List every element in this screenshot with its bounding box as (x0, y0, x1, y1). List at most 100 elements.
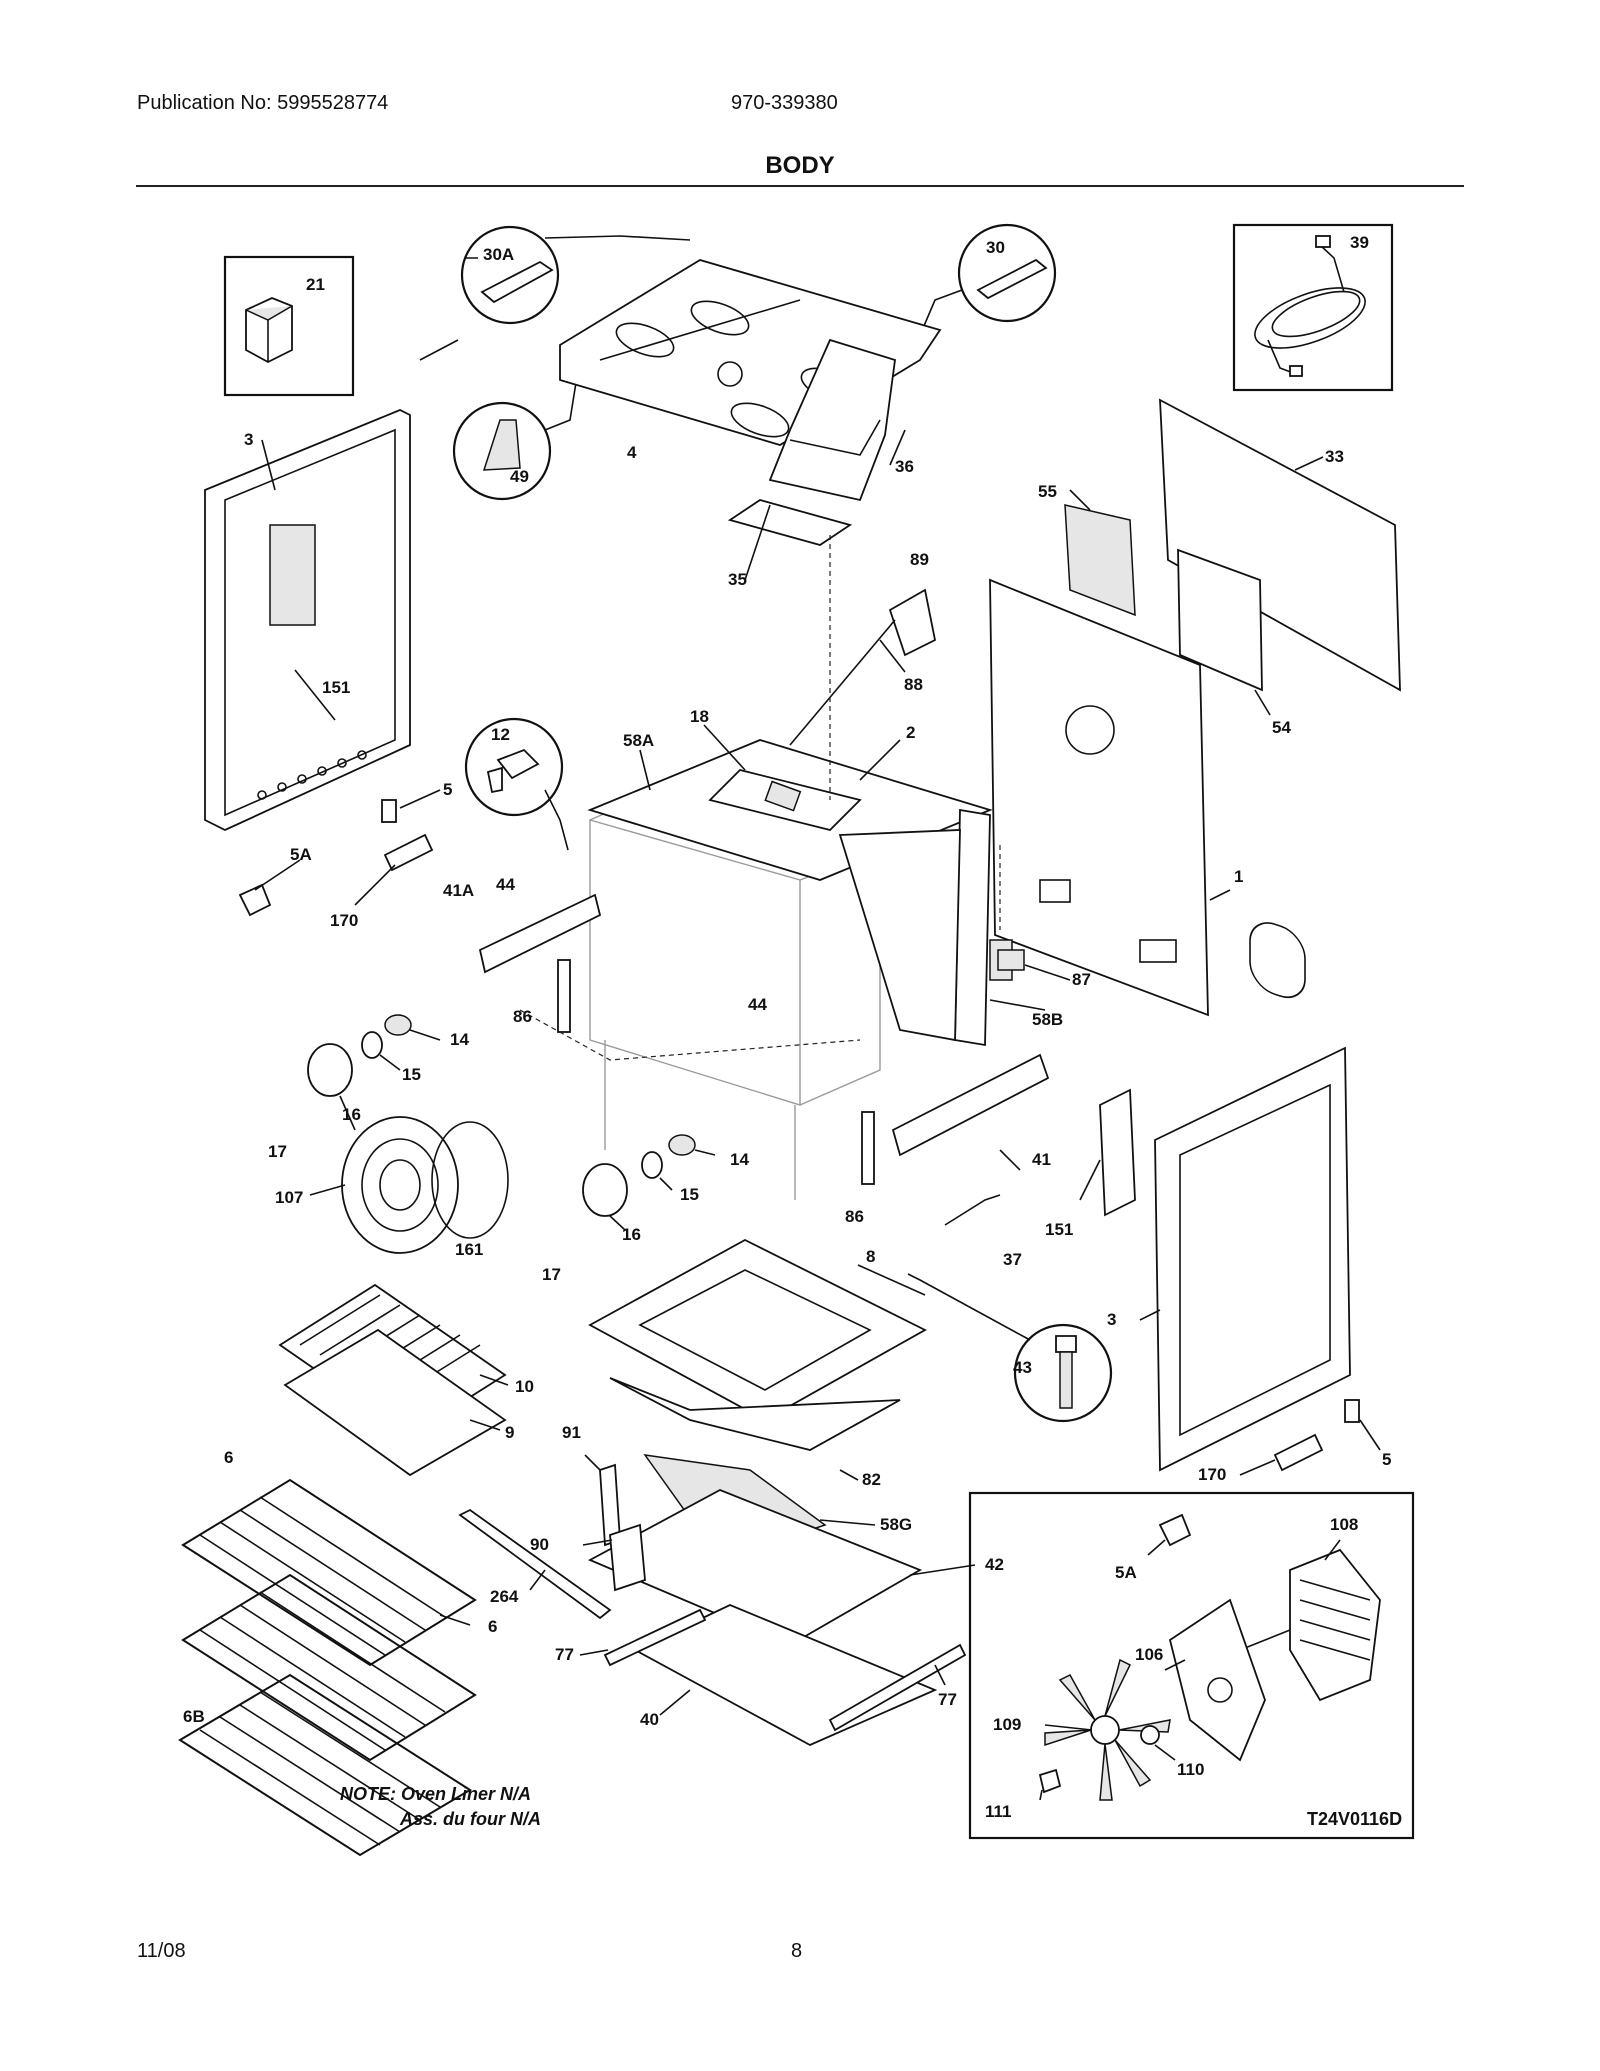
callout-77-left: 77 (555, 1645, 574, 1664)
part-6b-rack-bottom (178, 1673, 472, 1857)
part-21-box (223, 255, 355, 397)
part-107-fan-cover (341, 1116, 459, 1254)
callout-77-right: 77 (938, 1690, 957, 1709)
part-6-rack-top (181, 1478, 477, 1667)
footer-page-number: 8 (791, 1940, 803, 1962)
callout-16-left: 16 (342, 1105, 361, 1124)
callout-43: 43 (1013, 1358, 1032, 1377)
callout-4: 4 (627, 443, 637, 462)
callout-151-left: 151 (322, 678, 350, 697)
part-82-heat-shield (609, 1377, 901, 1451)
callout-49: 49 (510, 467, 529, 486)
callout-16-mid: 16 (622, 1225, 641, 1244)
callout-6b: 6B (183, 1707, 205, 1726)
callout-35: 35 (728, 570, 747, 589)
callout-5a-left: 5A (290, 845, 312, 864)
callout-37: 37 (1003, 1250, 1022, 1269)
callout-44-left: 44 (496, 875, 515, 894)
callout-18: 18 (690, 707, 709, 726)
model-number: 970-339380 (731, 92, 838, 114)
part-110-washer (1140, 1725, 1160, 1745)
part-151-right-bracket (1099, 1088, 1136, 1217)
callout-91: 91 (562, 1423, 581, 1442)
part-106-mounting-bracket (1168, 1598, 1266, 1762)
callout-5-left: 5 (443, 780, 452, 799)
callout-9: 9 (505, 1423, 514, 1442)
callout-2: 2 (906, 723, 915, 742)
callout-15-mid: 15 (680, 1185, 699, 1204)
callout-89: 89 (910, 550, 929, 569)
part-86-hinge-left (557, 959, 571, 1033)
diagram-code: T24V0116D (1307, 1809, 1402, 1829)
callout-111: 111 (985, 1802, 1012, 1821)
part-161-gasket (431, 1121, 509, 1239)
callout-58g: 58G (880, 1515, 912, 1534)
part-170-bracket-right (1273, 1433, 1324, 1472)
part-5-screw-left (381, 799, 397, 823)
callout-54: 54 (1272, 718, 1291, 737)
part-14-lamp-socket-left (384, 1014, 412, 1036)
callout-8: 8 (866, 1247, 875, 1266)
callout-170-left: 170 (330, 911, 358, 930)
callout-82: 82 (862, 1470, 881, 1489)
callout-44-mid: 44 (748, 995, 767, 1014)
callout-17-mid: 17 (542, 1265, 561, 1284)
callout-3-right: 3 (1107, 1310, 1116, 1329)
part-21-drawing (245, 297, 293, 364)
callout-6-top: 6 (224, 1448, 233, 1467)
note-oven-liner: NOTE: Oven Liner N/A (340, 1784, 531, 1804)
note-oven-liner-fr: Ass. du four N/A (399, 1809, 541, 1829)
callout-107: 107 (275, 1188, 303, 1207)
callout-5-right: 5 (1382, 1450, 1391, 1469)
callout-86-left: 86 (513, 1007, 532, 1026)
callout-264: 264 (490, 1587, 519, 1606)
part-87-connector (997, 949, 1025, 971)
callout-15-left: 15 (402, 1065, 421, 1084)
part-37-wire (944, 1194, 1001, 1226)
part-5a-foot-left (238, 883, 272, 917)
part-33-rear-cover (1159, 398, 1401, 999)
part-3-left-side-panel (204, 409, 411, 831)
header-rule (136, 185, 1464, 187)
part-16-lens-mid (582, 1163, 628, 1217)
callout-6-mid: 6 (488, 1617, 497, 1636)
part-41a-trim (478, 893, 602, 974)
callout-90: 90 (530, 1535, 549, 1554)
part-77-slide-left (603, 1608, 707, 1667)
part-3-right-side-panel (1154, 1046, 1351, 1472)
callout-42: 42 (985, 1555, 1004, 1574)
callout-110: 110 (1177, 1760, 1204, 1779)
part-170-bracket-left (383, 833, 434, 872)
callout-108: 108 (1330, 1515, 1358, 1534)
part-5-screw-right (1344, 1399, 1360, 1423)
callout-circle-30a (460, 225, 560, 325)
footer-date: 11/08 (137, 1940, 186, 1962)
part-15-bulb-mid (641, 1151, 663, 1179)
callout-30: 30 (986, 238, 1005, 257)
callout-170-right: 170 (1198, 1465, 1226, 1484)
callout-161: 161 (455, 1240, 483, 1259)
callout-21: 21 (306, 275, 325, 294)
callout-39: 39 (1350, 233, 1369, 252)
part-35-gasket (727, 499, 853, 546)
callout-41: 41 (1032, 1150, 1051, 1169)
callout-1: 1 (1234, 867, 1243, 886)
part-58b-side-insulation (838, 808, 991, 1047)
part-89-bracket (789, 588, 937, 746)
part-8-oven-bottom (588, 1238, 927, 1422)
part-264-rail (458, 1508, 612, 1620)
section-title: BODY (765, 152, 835, 179)
part-39-drawing (1254, 235, 1366, 377)
callout-circle-30 (957, 223, 1057, 323)
part-15-bulb-left (361, 1031, 383, 1059)
callout-87: 87 (1072, 970, 1091, 989)
part-55-shield (1064, 504, 1136, 617)
callout-33: 33 (1325, 447, 1344, 466)
part-90-bracket (609, 1523, 646, 1592)
callout-58a: 58A (623, 731, 654, 750)
part-5a-foot-right (1158, 1513, 1192, 1547)
callout-10: 10 (515, 1377, 534, 1396)
part-54-cover (1177, 548, 1263, 692)
callout-151-right: 151 (1045, 1220, 1073, 1239)
